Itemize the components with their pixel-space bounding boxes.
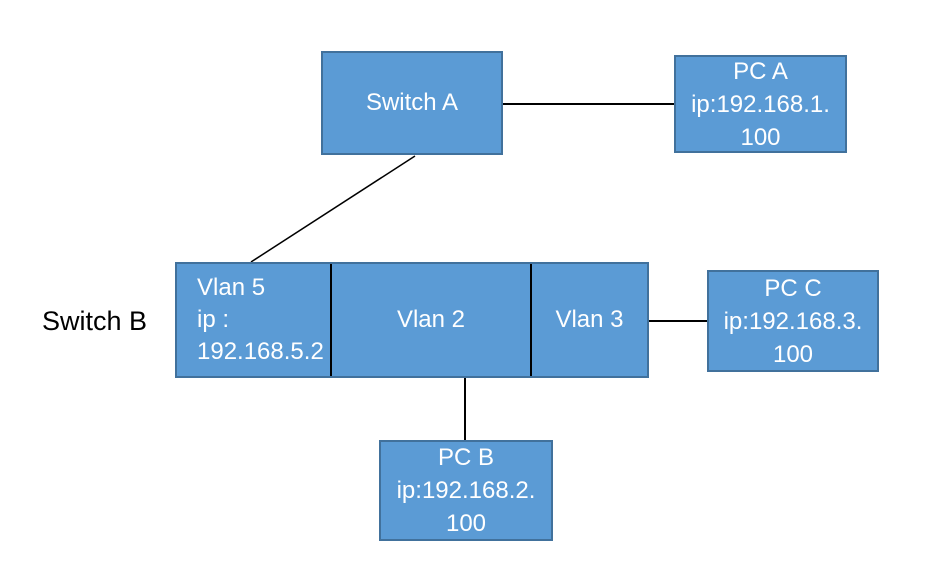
node-pc-b: PC B ip:192.168.2. 100 <box>379 440 553 541</box>
pc-b-name: PC B <box>437 444 494 471</box>
vlan3-section: Vlan 3 <box>530 264 647 376</box>
pc-a-ip-line1: ip:192.168.1. <box>691 90 830 118</box>
pc-b-ip-line2: 100 <box>445 510 487 537</box>
pc-a-name: PC A <box>733 57 788 85</box>
vlan2-section: Vlan 2 <box>330 264 530 376</box>
switch-b-label: Switch B <box>42 306 148 336</box>
vlan5-ip-value: 192.168.5.2 <box>197 338 324 365</box>
connector-switch-a-to-vlan5 <box>250 155 416 263</box>
node-pc-a: PC A ip:192.168.1. 100 <box>674 55 847 153</box>
pc-c-ip-line2: 100 <box>772 340 814 368</box>
vlan5-ip-label: ip : <box>197 306 230 333</box>
pc-c-name: PC C <box>764 274 822 302</box>
node-switch-a: Switch A <box>321 51 503 155</box>
node-switch-b-vlan-bar: Vlan 5 ip : 192.168.5.2 Vlan 2 Vlan 3 <box>175 262 649 378</box>
pc-c-ip-line1: ip:192.168.3. <box>723 307 863 335</box>
vlan5-name: Vlan 5 <box>197 274 266 301</box>
pc-b-ip-line1: ip:192.168.2. <box>396 477 536 504</box>
pc-a-ip-line2: 100 <box>740 123 781 151</box>
vlan3-label: Vlan 3 <box>555 306 624 333</box>
node-pc-c: PC C ip:192.168.3. 100 <box>707 270 879 372</box>
switch-a-label: Switch A <box>365 89 459 116</box>
vlan2-label: Vlan 2 <box>396 306 466 333</box>
vlan5-section: Vlan 5 ip : 192.168.5.2 <box>177 264 330 376</box>
